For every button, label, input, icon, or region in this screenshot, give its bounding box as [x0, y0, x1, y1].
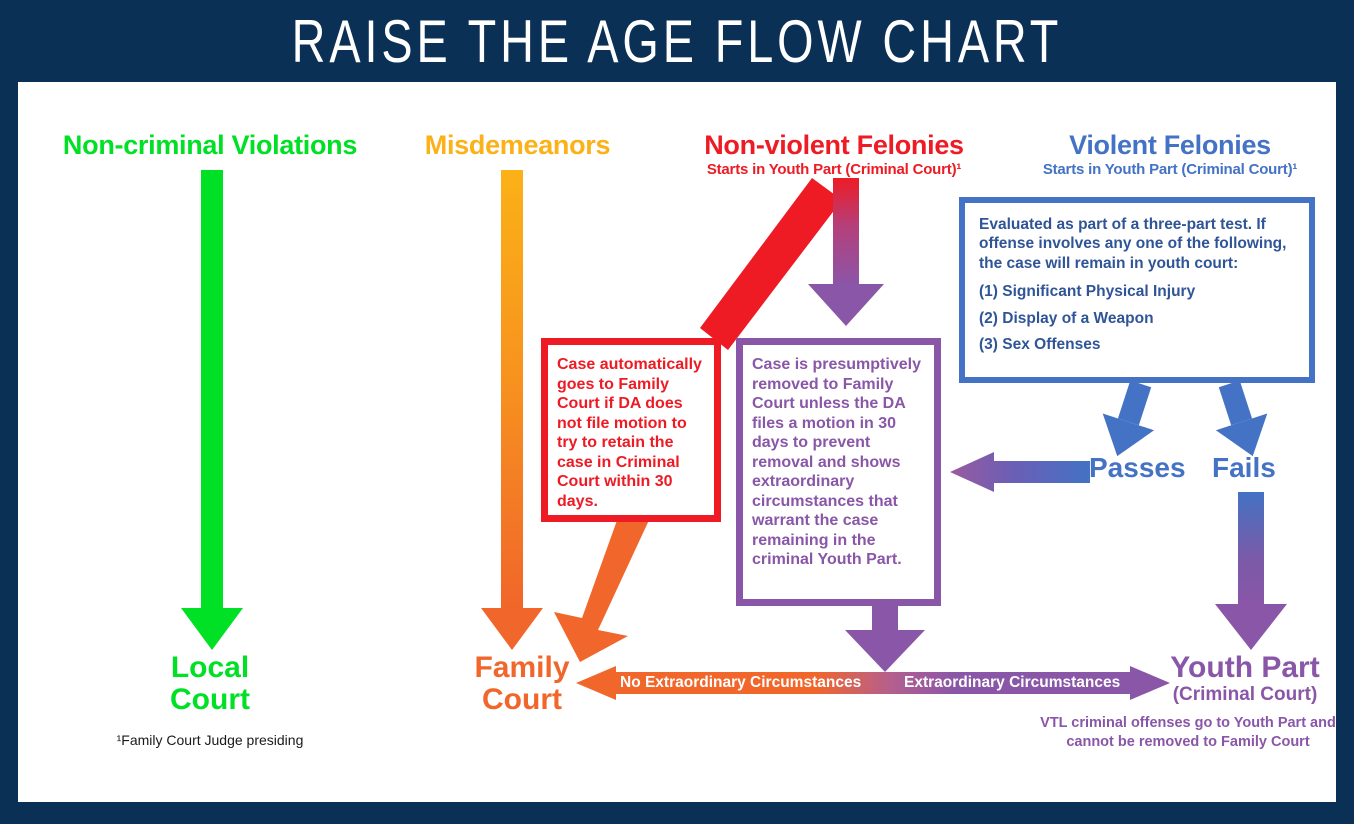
arrow-shaft: [201, 170, 223, 610]
arrow-down-purple-to-purple-box: [808, 178, 884, 326]
arrow-left-passes-to-purple-box: [950, 452, 1090, 492]
arrow-down-green-local-court: [181, 170, 243, 650]
arrow-down-purple-to-bottom-bar: [840, 604, 930, 672]
arrow-head: [1215, 604, 1287, 650]
destination-local-court-line2: Court: [170, 682, 250, 716]
destination-youth-part-sublabel: (Criminal Court): [1172, 683, 1318, 705]
arrow-shaft: [1238, 492, 1264, 604]
decision-label-fails: Fails: [1212, 452, 1276, 483]
arrow-head: [181, 608, 243, 650]
column-heading-non-violent-felonies: Non-violent Felonies Starts in Youth Par…: [648, 131, 1020, 178]
arrow-shaft: [501, 170, 523, 610]
destination-youth-part: Youth Part (Criminal Court): [1145, 652, 1345, 704]
column-heading-label: Non-criminal Violations: [62, 130, 358, 160]
arrow-shaft: [872, 604, 898, 632]
arrow-diagonal-orange-shape: [554, 512, 650, 662]
youth-part-vtl-note: VTL criminal offenses go to Youth Part a…: [1040, 715, 1336, 750]
callout-box-purple-violent: Case is presumptively removed to Family …: [736, 338, 941, 606]
bidirectional-circumstances-bar: No Extraordinary Circumstances Extraordi…: [576, 666, 1170, 700]
bar-caption-no-extraordinary-circumstances: No Extraordinary Circumstances: [620, 674, 862, 691]
arrow-head: [808, 284, 884, 326]
arrow-down-fails-to-youth-part: [1215, 492, 1287, 650]
arrow-shaft: [1218, 380, 1253, 426]
title-banner: RAISE THE AGE FLOW CHART: [0, 0, 1354, 82]
column-heading-label: Misdemeanors: [424, 130, 611, 160]
destination-local-court: Local Court: [120, 652, 300, 715]
destination-youth-part-label: Youth Part: [1170, 651, 1320, 684]
page-title: RAISE THE AGE FLOW CHART: [291, 7, 1063, 75]
bar-caption-extraordinary-circumstances: Extraordinary Circumstances: [904, 674, 1121, 691]
decision-label-passes: Passes: [1089, 452, 1186, 483]
arrow-down-orange-family-court: [481, 170, 543, 650]
three-part-test-item-2: (2) Display of a Weapon: [979, 309, 1154, 327]
arrow-shaft: [1117, 380, 1152, 426]
column-heading-violent-felonies: Violent Felonies Starts in Youth Part (C…: [1000, 131, 1340, 178]
three-part-test-lead: Evaluated as part of a three-part test. …: [979, 216, 1287, 272]
arrow-left-passes-shape: [950, 452, 1090, 492]
arrow-shaft: [833, 178, 859, 286]
arrow-diagonal-red-to-red-box: [690, 178, 850, 358]
callout-box-red-non-violent: Case automatically goes to Family Court …: [541, 338, 721, 522]
column-subheading-label: Starts in Youth Part (Criminal Court)¹: [706, 161, 962, 179]
column-subheading-label: Starts in Youth Part (Criminal Court)¹: [1042, 161, 1298, 179]
column-heading-non-criminal-violations: Non-criminal Violations: [30, 130, 390, 160]
bidirectional-bar-shape: [576, 666, 1170, 700]
footnote-family-court-judge: ¹Family Court Judge presiding: [116, 732, 304, 748]
column-heading-label: Violent Felonies: [1069, 130, 1271, 160]
arrow-head: [845, 630, 925, 672]
destination-family-court: Family Court: [432, 652, 612, 715]
destination-family-court-line1: Family: [474, 651, 570, 684]
arrow-diagonal-orange-to-family-court: [524, 512, 654, 662]
callout-box-blue-three-part-test: Evaluated as part of a three-part test. …: [959, 197, 1315, 383]
column-heading-label: Non-violent Felonies: [704, 130, 964, 160]
arrow-head: [481, 608, 543, 650]
arrow-diagonal-red-shape: [700, 178, 842, 350]
three-part-test-item-1: (1) Significant Physical Injury: [979, 283, 1196, 301]
three-part-test-item-3: (3) Sex Offenses: [979, 335, 1101, 353]
destination-local-court-line1: Local: [170, 651, 250, 684]
column-heading-misdemeanors: Misdemeanors: [380, 130, 655, 160]
destination-family-court-line2: Court: [482, 682, 562, 716]
